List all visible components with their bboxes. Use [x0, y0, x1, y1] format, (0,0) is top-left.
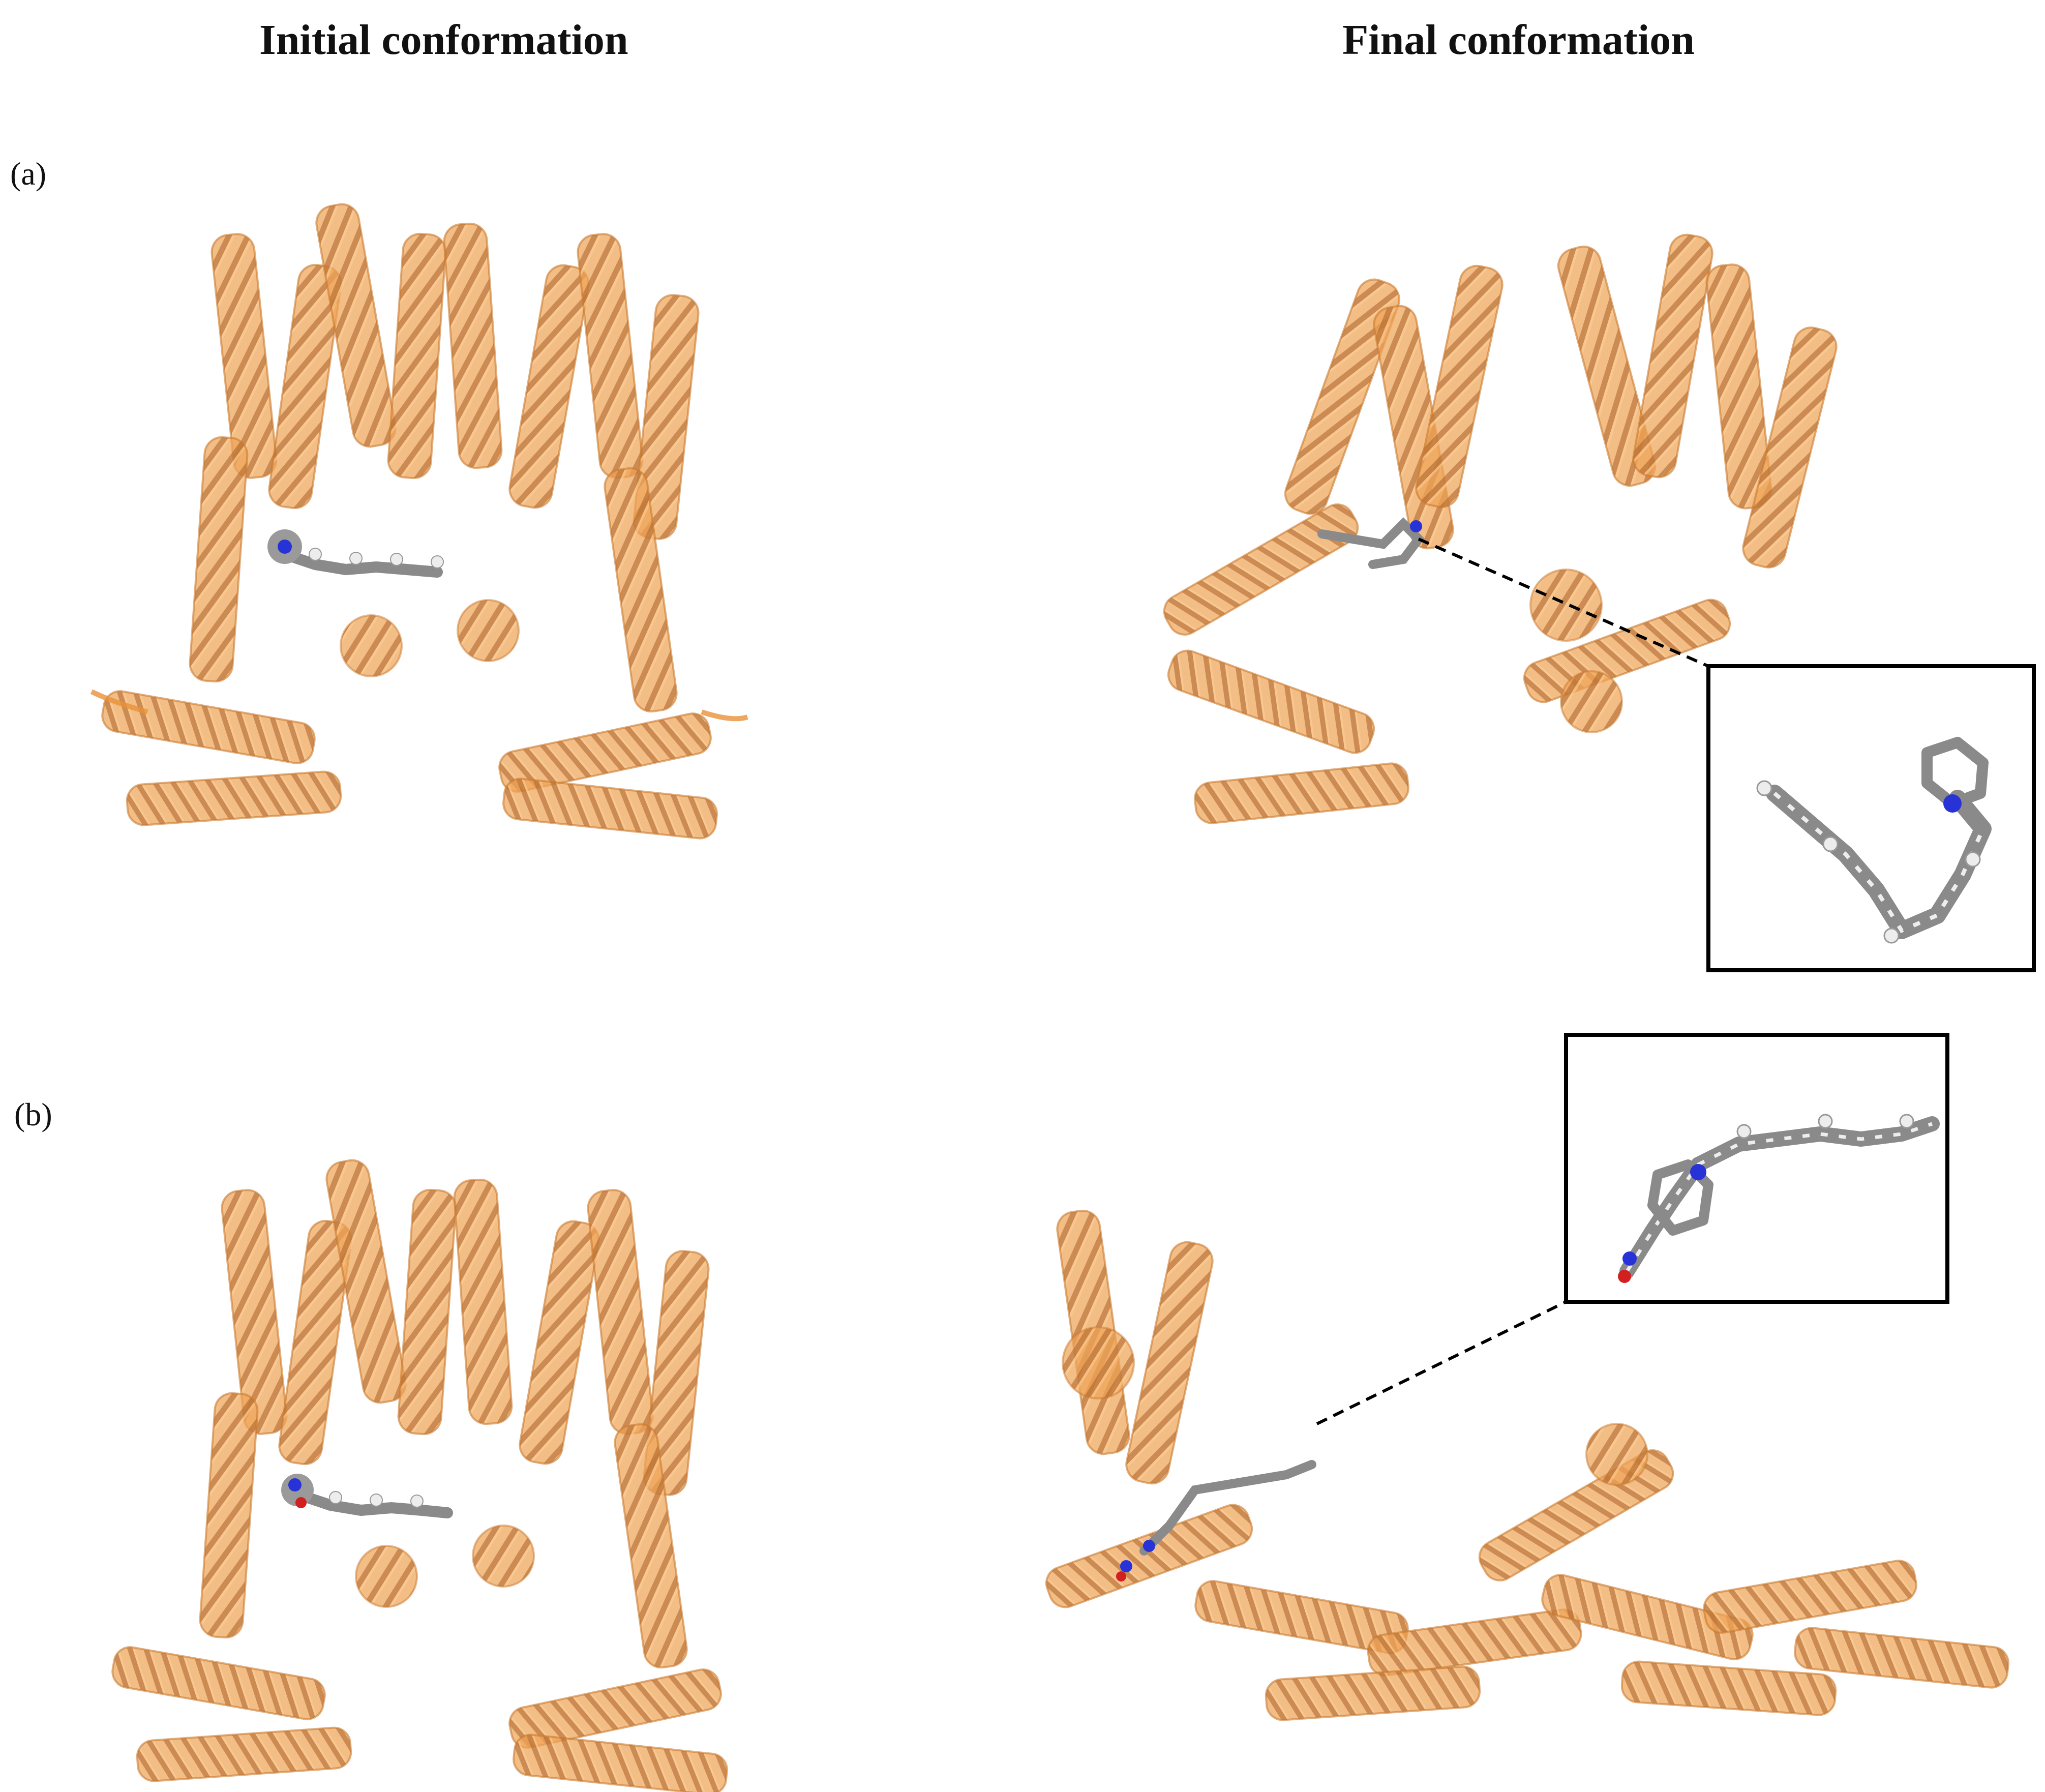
- ligand-b-initial: [281, 1474, 453, 1518]
- ligand-b-final: [1116, 1460, 1316, 1581]
- panel-label-b: (b): [14, 1096, 52, 1132]
- protein-b-final: [1040, 1207, 2011, 1722]
- zoom-inset-a: [1706, 664, 2036, 972]
- protein-a-initial: [90, 200, 748, 841]
- protein-b-initial: [109, 1156, 730, 1792]
- leader-line-a: [1418, 537, 1709, 668]
- ligand-a-final: [1317, 517, 1425, 569]
- initial-conformation-heading: Initial conformation: [259, 16, 628, 64]
- final-conformation-heading: Final conformation: [1342, 16, 1695, 64]
- zoom-inset-b: [1564, 1033, 1949, 1304]
- protein-a-final: [1157, 231, 1841, 826]
- ligand-a-initial: [267, 529, 444, 578]
- panel-label-a: (a): [10, 156, 47, 192]
- leader-line-b: [1316, 1300, 1567, 1425]
